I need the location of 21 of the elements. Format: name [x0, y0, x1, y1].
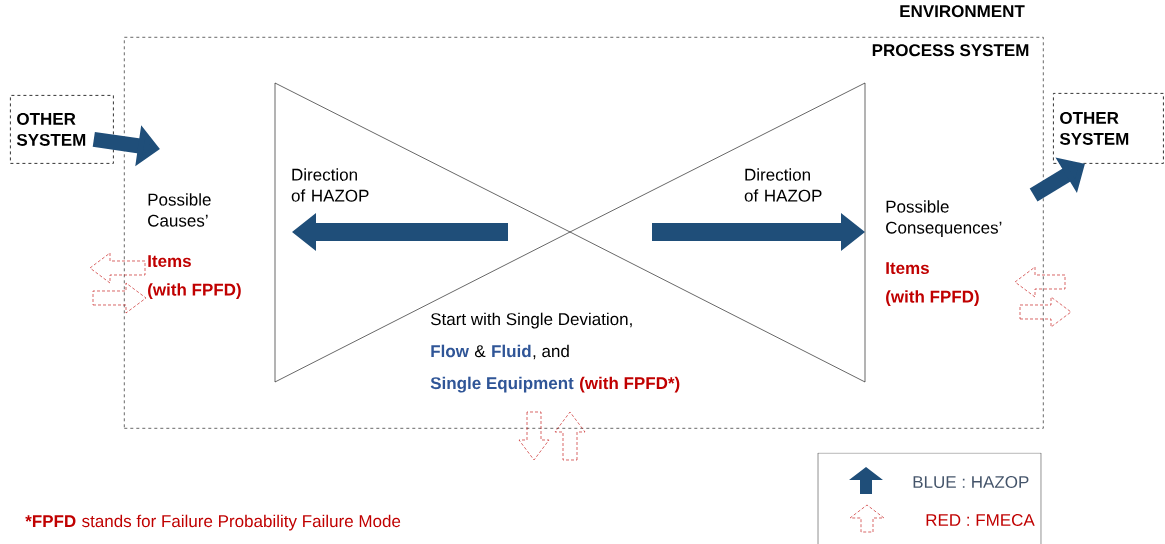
legend-text: BLUE : HAZOP — [913, 476, 1029, 488]
text-label: Possible Consequences’ — [886, 200, 1002, 238]
text-label: Possible Causes’ — [148, 193, 211, 227]
text-label: & — [474, 345, 486, 358]
text-label: Start with Single Deviation, — [430, 312, 632, 329]
legend-text: RED : FMECA — [926, 514, 1035, 526]
footnote: stands for Failure Probability Failure Mode — [82, 514, 401, 531]
block-arrow — [1029, 157, 1085, 202]
system-box: OTHER SYSTEM — [1053, 93, 1164, 164]
system-box: OTHER SYSTEM — [10, 95, 114, 164]
text-label: Single Equipment — [430, 376, 574, 393]
text-label: ENVIRONMENT — [900, 5, 1025, 18]
text-label: (with FPFD) — [148, 283, 241, 300]
text-label: (with FPFD*) — [580, 376, 680, 393]
text-label: Items — [886, 262, 929, 275]
footnote: *FPFD — [25, 515, 76, 527]
text-label: (with FPFD) — [886, 290, 979, 307]
text-label: , and — [533, 344, 569, 360]
text-label: Flow — [431, 344, 469, 358]
text-label: Fluid — [492, 344, 531, 358]
text-label: Items — [148, 255, 191, 268]
